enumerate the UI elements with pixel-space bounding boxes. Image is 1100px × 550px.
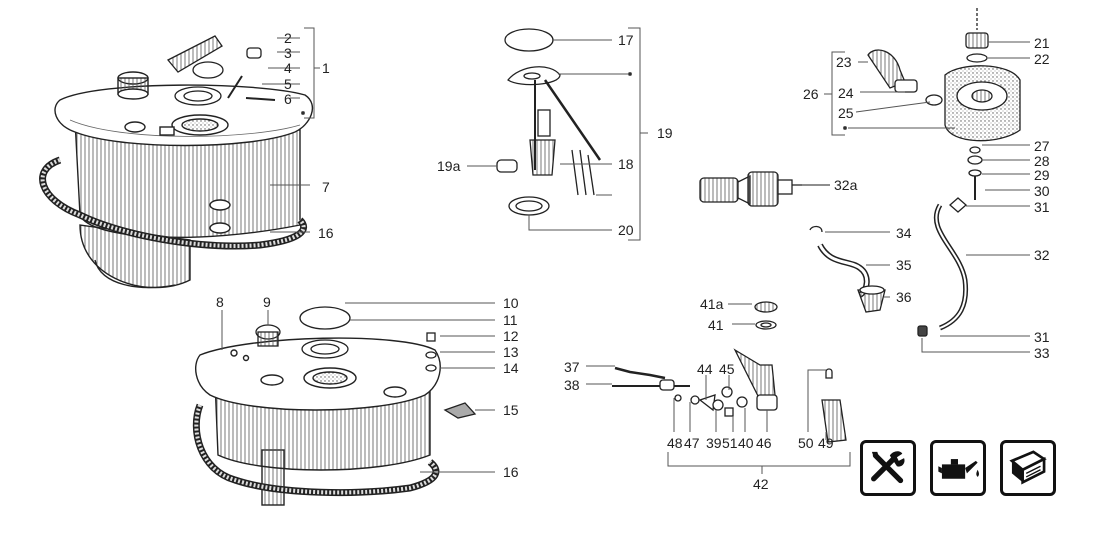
label-part-2: 2 <box>284 30 292 46</box>
label-part-29: 29 <box>1034 167 1050 183</box>
label-part-20: 20 <box>618 222 634 238</box>
label-part-19a: 19a <box>437 158 461 174</box>
label-part-24: 24 <box>838 85 854 101</box>
label-part-9: 9 <box>263 294 271 310</box>
label-part-18: 18 <box>618 156 634 172</box>
label-part-25: 25 <box>838 105 854 121</box>
label-part-6: 6 <box>284 91 292 107</box>
label-part-12: 12 <box>503 328 519 344</box>
label-part-22: 22 <box>1034 51 1050 67</box>
label-part-49: 49 <box>818 435 834 451</box>
label-part-41: 41 <box>708 317 724 333</box>
label-part-16-lower: 16 <box>503 464 519 480</box>
fuel-tank-lower <box>192 337 441 506</box>
label-part-30: 30 <box>1034 183 1050 199</box>
label-part-7: 7 <box>322 179 330 195</box>
label-part-46: 46 <box>756 435 772 451</box>
label-part-17: 17 <box>618 32 634 48</box>
label-part-21: 21 <box>1034 35 1050 51</box>
label-part-3: 3 <box>284 45 292 61</box>
fuel-tank-upper <box>39 71 314 289</box>
manual-book-icon[interactable] <box>1000 440 1056 496</box>
bottom-leaders <box>586 303 851 474</box>
sender-leaders <box>467 27 648 241</box>
label-part-34: 34 <box>896 225 912 241</box>
lower-leaders <box>221 302 495 473</box>
label-part-26: 26 <box>803 86 819 102</box>
label-part-13: 13 <box>503 344 519 360</box>
label-part-35: 35 <box>896 257 912 273</box>
tap-and-fittings <box>612 301 847 443</box>
label-part-33: 33 <box>1034 345 1050 361</box>
tools-icon[interactable] <box>860 440 916 496</box>
quick-couplings <box>699 171 830 207</box>
label-part-11: 11 <box>503 312 518 328</box>
label-part-48: 48 <box>667 435 683 451</box>
fuel-sender-unit <box>496 28 602 216</box>
label-part-39: 39 <box>706 435 722 451</box>
label-part-32: 32 <box>1034 247 1050 263</box>
label-part-31-lower: 31 <box>1034 329 1050 345</box>
label-part-47: 47 <box>684 435 700 451</box>
label-part-8: 8 <box>216 294 224 310</box>
upper-tank-small-parts <box>166 35 276 106</box>
filter-leaders <box>802 41 1030 353</box>
bracket-1 <box>262 27 320 233</box>
label-part-28: 28 <box>1034 153 1050 169</box>
label-part-38: 38 <box>564 377 580 393</box>
label-part-19: 19 <box>657 125 673 141</box>
label-part-23: 23 <box>836 54 852 70</box>
label-part-4: 4 <box>284 60 292 76</box>
label-part-1: 1 <box>322 60 330 76</box>
label-part-40: 40 <box>738 435 754 451</box>
label-part-42: 42 <box>753 476 769 492</box>
label-part-14: 14 <box>503 360 519 376</box>
label-part-41a: 41a <box>700 296 724 312</box>
label-part-15: 15 <box>503 402 519 418</box>
label-part-51: 51 <box>722 435 738 451</box>
label-part-10: 10 <box>503 295 519 311</box>
label-part-5: 5 <box>284 76 292 92</box>
label-part-16-upper: 16 <box>318 225 334 241</box>
label-part-50: 50 <box>798 435 814 451</box>
label-part-44: 44 <box>697 361 713 377</box>
oil-can-icon[interactable] <box>930 440 986 496</box>
label-part-45: 45 <box>719 361 735 377</box>
fuel-filter-group <box>809 8 1021 337</box>
label-part-27: 27 <box>1034 138 1050 154</box>
label-part-31-upper: 31 <box>1034 199 1050 215</box>
label-part-36: 36 <box>896 289 912 305</box>
label-part-32a: 32a <box>834 177 858 193</box>
label-part-37: 37 <box>564 359 580 375</box>
